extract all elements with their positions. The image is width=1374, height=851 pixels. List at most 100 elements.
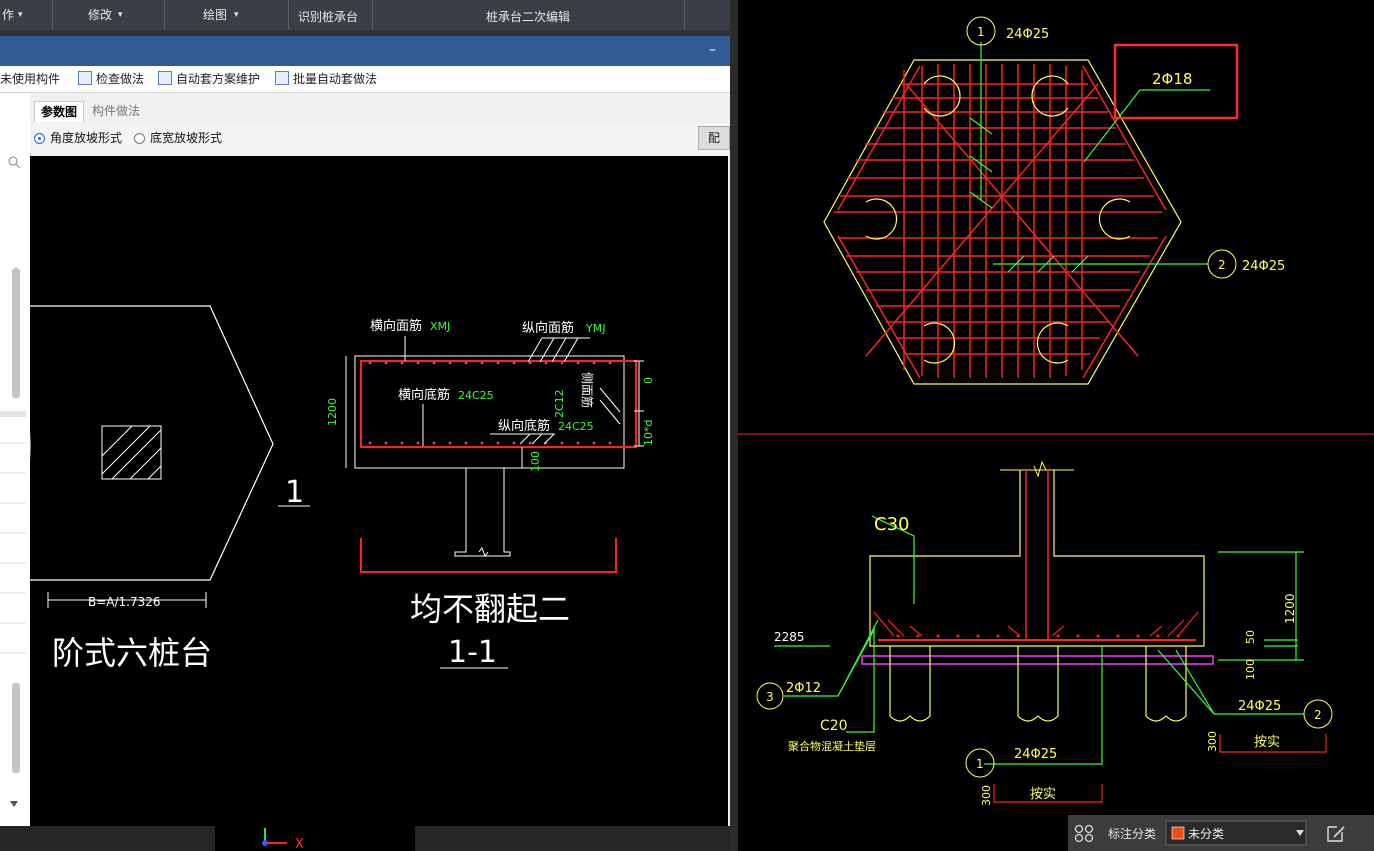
side-leaders	[599, 387, 621, 425]
column-hatch	[101, 425, 162, 480]
rebar-dots-top	[368, 361, 612, 365]
tag-top: 1	[977, 25, 985, 39]
left-panel-graphics	[0, 93, 26, 826]
top-long-label: 纵向面筋	[522, 320, 574, 336]
dim-1200: 1200	[1283, 593, 1297, 624]
ribbon-edit-menu[interactable]: 作	[2, 8, 15, 22]
section-rebar-cage	[360, 360, 637, 448]
dim-zero: 0	[642, 377, 655, 384]
category-swatch	[1171, 826, 1185, 840]
top-rebar: 24Φ25	[1006, 27, 1049, 42]
ribbon-draw-menu[interactable]: 绘图	[203, 8, 228, 22]
radio-width-label: 底宽放坡形式	[150, 131, 223, 145]
bot-long-leaders	[490, 433, 555, 445]
tab-params[interactable]: 参数图	[34, 101, 85, 122]
legend-svg	[1074, 820, 1345, 846]
side-value: 2C12	[553, 389, 566, 418]
axis-svg: X	[262, 828, 304, 851]
left-panel	[0, 93, 31, 826]
category-select[interactable]: 未分类	[1188, 827, 1225, 841]
ribbon-separator	[288, 0, 289, 30]
layers-icon	[1074, 824, 1094, 843]
elev-piles	[889, 646, 1187, 722]
ribbon-secondary-edit-group[interactable]: 桩承台二次编辑	[486, 10, 571, 24]
batch-icon	[275, 71, 289, 85]
dim-300b: 300	[1206, 731, 1219, 752]
minimize-icon[interactable]: –	[709, 42, 716, 58]
config-button[interactable]: 配	[698, 126, 730, 150]
tab-bar: 参数图 构件做法	[30, 93, 730, 123]
radio-angle-label: 角度放坡形式	[50, 131, 123, 145]
chevron-down-icon[interactable]: ▾	[18, 10, 23, 20]
ribbon-recognize-button[interactable]: 识别桩承台	[298, 10, 359, 24]
tag-2b: 2	[1314, 708, 1322, 722]
elev-annot-lines	[774, 515, 1304, 765]
tag-2b-circle	[1303, 699, 1333, 729]
radio-checked-icon	[34, 133, 45, 144]
check-icon	[78, 71, 92, 85]
tag-1b-circle	[965, 748, 995, 778]
side-rebar: 2Φ12	[786, 681, 821, 696]
elevation-outline	[869, 470, 1205, 647]
auto-scheme-label: 自动套方案维护	[176, 72, 261, 86]
dim-300a: 300	[980, 785, 993, 806]
axis-indicator: X	[215, 826, 415, 851]
dialog-titlebar[interactable]: –	[0, 36, 730, 66]
search-icon	[8, 156, 18, 166]
rebar-2b: 24Φ25	[1238, 699, 1281, 714]
category-label: 标注分类	[1108, 827, 1157, 841]
bracket-red	[360, 538, 617, 573]
dim-10d: 10*d	[642, 420, 655, 446]
scheme-icon	[158, 71, 172, 85]
batch-auto-button[interactable]: 批量自动套做法	[275, 70, 377, 88]
right-rebar: 24Φ25	[1242, 259, 1285, 274]
slope-options: 角度放坡形式 底宽放坡形式	[30, 123, 730, 153]
radio-width-slope[interactable]: 底宽放坡形式	[134, 130, 222, 146]
highlight-rebar: 2Φ18	[1152, 70, 1192, 88]
cushion-layer	[861, 655, 1214, 665]
tab-method[interactable]: 构件做法	[92, 104, 141, 118]
chevron-down-icon	[1296, 830, 1304, 836]
ribbon-modify-menu[interactable]: 修改	[88, 8, 113, 22]
compact-2: 按实	[1254, 735, 1280, 750]
ribbon-separator	[52, 0, 53, 30]
show-unused-label: 未使用构件	[0, 72, 61, 86]
note-text: 均不翻起二	[410, 590, 570, 628]
scrollbar-thumb	[12, 268, 20, 398]
column-section	[101, 425, 162, 480]
bot-trans-label: 横向底筋	[398, 387, 450, 403]
edit-icon	[1327, 826, 1343, 842]
concrete-grade: C30	[874, 514, 909, 535]
section-outline	[354, 355, 625, 469]
tag-3: 3	[766, 690, 774, 704]
cad-canvas[interactable]: 1 24Φ25 2Φ18 2 24Φ25	[738, 0, 1374, 851]
plan-hexagon	[823, 59, 1182, 385]
param-diagram-svg: B=A/1.7326 阶式六桩台 1 横向面筋 XMJ 纵向面筋 YMJ 横向底…	[30, 305, 655, 672]
show-unused-button[interactable]: 未使用构件	[0, 70, 60, 88]
radio-angle-slope[interactable]: 角度放坡形式	[34, 130, 122, 146]
pane-splitter[interactable]	[730, 0, 738, 851]
top-long-leaders	[527, 337, 590, 363]
chevron-down-icon[interactable]: ▾	[234, 10, 239, 20]
top-long-code: YMJ	[585, 322, 605, 335]
annotation-category-bar: 标注分类 未分类	[1068, 815, 1374, 851]
scrollbar-thumb-lower	[12, 683, 20, 773]
batch-auto-label: 批量自动套做法	[293, 72, 378, 86]
check-method-button[interactable]: 检查做法	[78, 70, 144, 88]
pad-note: 聚合物混凝土垫层	[788, 739, 876, 753]
x-axis-label: X	[295, 837, 304, 851]
plan-rebar-grid	[834, 64, 1167, 379]
auto-scheme-button[interactable]: 自动套方案维护	[158, 70, 260, 88]
chevron-down-icon[interactable]: ▾	[118, 10, 123, 20]
elev-dots	[896, 634, 1180, 638]
pile-below-section	[454, 468, 511, 557]
width-formula: B=A/1.7326	[88, 595, 161, 609]
bot-trans-value: 24C25	[458, 389, 494, 402]
compact-1: 按实	[1030, 787, 1056, 802]
tag-right: 2	[1218, 258, 1226, 272]
plan-annot-lines	[969, 42, 1210, 273]
radio-unchecked-icon	[134, 133, 145, 144]
bot-long-label: 纵向底筋	[498, 418, 550, 434]
height-dim: 1200	[326, 398, 339, 426]
dialog-toolbar: 未使用构件 检查做法 自动套方案维护 批量自动套做法	[0, 66, 730, 93]
